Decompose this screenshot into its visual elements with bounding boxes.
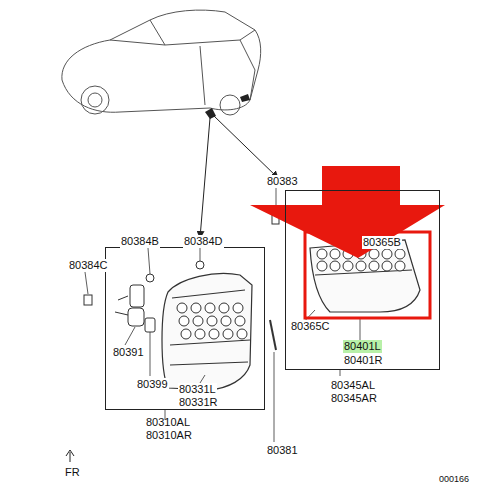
callout-number: 80383 — [266, 175, 299, 188]
callout-number: 80331R — [178, 396, 219, 409]
callout-number: 80331L — [178, 383, 217, 396]
callout-number: 80384C — [68, 259, 109, 272]
led — [195, 329, 205, 339]
led — [205, 303, 215, 313]
led — [343, 261, 353, 271]
led — [369, 249, 379, 259]
led — [369, 261, 379, 271]
callout-number: 80384D — [183, 235, 224, 248]
led — [221, 316, 231, 326]
assembly-number: 80345AL — [331, 379, 375, 392]
led — [223, 329, 233, 339]
callout-number: 80391 — [112, 346, 145, 359]
led — [191, 303, 201, 313]
led — [235, 316, 245, 326]
assembly-number: 80310AL — [146, 416, 190, 429]
led — [356, 261, 366, 271]
led — [219, 303, 229, 313]
led — [209, 329, 219, 339]
callout-number: 80399 — [136, 378, 169, 391]
led — [177, 303, 187, 313]
socket-parts — [84, 215, 279, 350]
led — [181, 329, 191, 339]
assembly-number: 80345AR — [331, 392, 377, 405]
callout-number: 80365C — [290, 320, 331, 333]
car-outline — [62, 10, 261, 115]
callout-number: 80384B — [120, 235, 160, 248]
led — [179, 316, 189, 326]
callout-number: 80401L — [343, 340, 382, 353]
led — [233, 303, 243, 313]
highlight-arrow — [250, 166, 445, 258]
drawing-number: 000166 — [438, 473, 470, 486]
led — [382, 261, 392, 271]
led — [193, 316, 203, 326]
led — [395, 261, 405, 271]
callout-number: 80401R — [343, 354, 384, 367]
direction-mark: FR — [64, 466, 81, 479]
tail-lamp-left — [162, 274, 252, 390]
callout-number: 80365B — [362, 236, 402, 249]
led — [317, 249, 327, 259]
led — [207, 316, 217, 326]
led — [330, 261, 340, 271]
led — [382, 249, 392, 259]
highlight-box — [305, 232, 430, 318]
assembly-number: 80310AR — [146, 429, 192, 442]
led — [317, 261, 327, 271]
led — [395, 249, 405, 259]
front-arrow — [66, 450, 74, 462]
callout-number: 80381 — [266, 444, 299, 457]
led — [237, 329, 247, 339]
led — [330, 249, 340, 259]
